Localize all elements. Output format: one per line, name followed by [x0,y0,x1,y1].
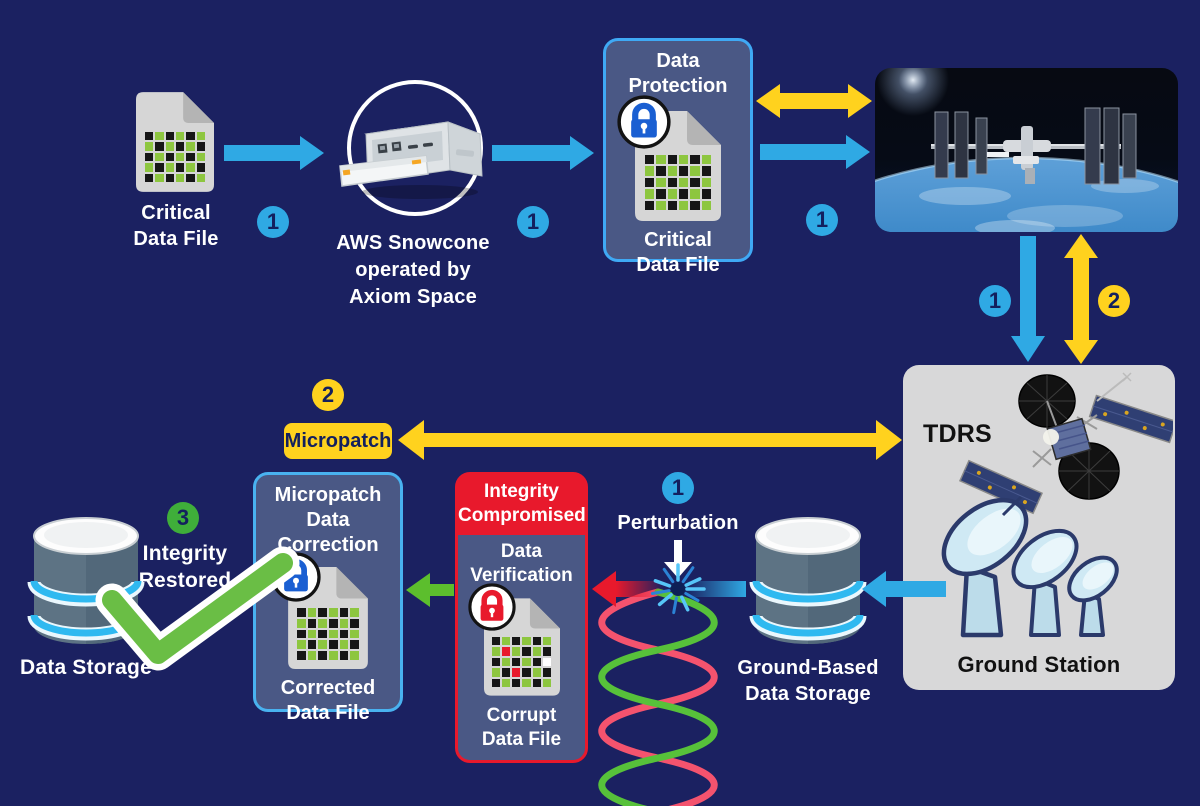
snowcone-label-line1: AWS Snowcone [336,232,490,254]
step-number: 1 [266,209,280,234]
arrow-uplink-iss-tdrs [1073,258,1089,340]
corrupt-file-label-line2: Data File [481,729,562,750]
protected-file-label-line1: Critical [644,229,712,251]
critical-file-label-line1: Critical [141,202,211,224]
step-number: 2 [1107,288,1121,313]
step-2-badge: 2 [312,379,344,411]
corrupt-checkerboard-icon [491,637,552,687]
data-storage-label: Data Storage [20,656,152,679]
integrity-compromised-header: Integrity Compromised [458,475,586,535]
step-number: 1 [526,209,540,234]
corrupt-file-label-line1: Corrupt [486,705,557,726]
ground-station-dishes-icon [941,495,1119,638]
checkerboard-data-icon [145,132,205,182]
arrow-file-to-snowcone [224,145,300,161]
step-3-badge: 3 [167,502,199,534]
checkerboard-data-icon [297,608,359,660]
corrupt-file-label: Corrupt Data File [458,704,585,752]
ground-station-label: Ground Station [957,652,1121,677]
arrow-uplink-protection-iss [780,93,848,109]
micropatch-correction-line1: Micropatch [274,484,382,506]
corrupt-file-icon [467,583,560,696]
protected-file-label-line2: Data File [636,254,720,276]
iss-illustration [875,68,1178,232]
critical-data-file-icon [136,92,214,192]
storage-database-icon [26,508,146,650]
data-verification-line1: Data [500,541,543,562]
micropatch-correction-panel: Micropatch Data Correction Corrected Dat… [253,472,403,724]
critical-file-label-line2: Data File [133,228,219,250]
perturbation-label: Perturbation [617,512,739,534]
arrow-ground-storage-to-perturbation [686,581,746,597]
snowcone-label-line3: Axiom Space [349,286,477,308]
tdrs-label: TDRS [923,420,992,448]
step-1-badge: 1 [257,206,289,238]
snowcone-label: AWS Snowcone operated by Axiom Space [318,230,508,311]
tdrs-dish [1018,374,1076,434]
data-protection-panel: Data Protection Critical Data File [603,38,753,276]
step-1-badge: 1 [517,206,549,238]
ground-storage-label-line2: Data Storage [745,683,871,705]
data-verification-title: Data Verification [458,540,585,588]
corrected-file-icon [271,552,368,669]
step-number: 3 [176,505,190,530]
step-number: 1 [671,475,685,500]
tdrs-satellite-icon [958,372,1173,515]
step-number: 2 [321,382,335,407]
iss-structure [931,107,1137,185]
micropatch-tag: Micropatch [284,423,392,459]
integrity-compromised-line1: Integrity [484,481,559,502]
data-protection-title: Data Protection [628,50,728,97]
data-verification-line2: Verification [470,565,573,586]
micropatch-tag-label: Micropatch [284,429,392,452]
snowcone-label-line2: operated by [355,259,471,281]
ground-database-icon [748,508,868,650]
step-1-badge: 1 [662,472,694,504]
step-number: 1 [815,207,829,232]
checkerboard-data-icon [645,155,711,210]
step-1-badge: 1 [806,204,838,236]
arrow-micropatch-link [424,433,876,447]
corrected-file-label: Corrected Data File [256,676,400,726]
micropatch-correction-line2: Data Correction [277,509,379,556]
signal-waves [598,588,718,806]
step-1-badge: 1 [979,285,1011,317]
data-verification-panel: Integrity Compromised Data Verification [455,472,588,763]
step-number: 1 [988,288,1002,313]
corrected-file-label-line2: Data File [286,702,370,724]
corrected-file-label-line1: Corrected [280,677,376,699]
tdrs-dish [1058,442,1120,500]
perturbation-arrow [664,540,692,578]
snowcone-ports [377,141,433,154]
iss-photo [875,68,1178,232]
blue-lock-icon [617,95,671,149]
integrity-compromised-line2: Compromised [458,505,586,526]
tdrs-ground-station-panel: TDRS [903,365,1175,690]
critical-file-label: Critical Data File [86,200,266,252]
blue-lock-icon [271,552,321,602]
red-lock-icon [467,583,516,631]
arrow-perturbation-to-verification [616,581,664,597]
step-2-badge: 2 [1098,285,1130,317]
arrow-protection-to-iss [760,144,846,160]
protected-file-icon [617,95,721,221]
snowcone-device-icon [339,80,483,216]
aws-snowcone-illustration [328,72,500,228]
perturbation-burst-icon [650,563,706,615]
ground-storage-label: Ground-Based Data Storage [713,655,903,707]
micropatch-correction-title: Micropatch Data Correction [256,483,400,558]
arrow-verification-to-correction [430,584,454,596]
ground-storage-label-line1: Ground-Based [737,657,879,679]
protected-file-label: Critical Data File [606,228,750,278]
arrow-iss-to-tdrs [1020,236,1036,336]
arrow-snowcone-to-protection [492,145,570,161]
